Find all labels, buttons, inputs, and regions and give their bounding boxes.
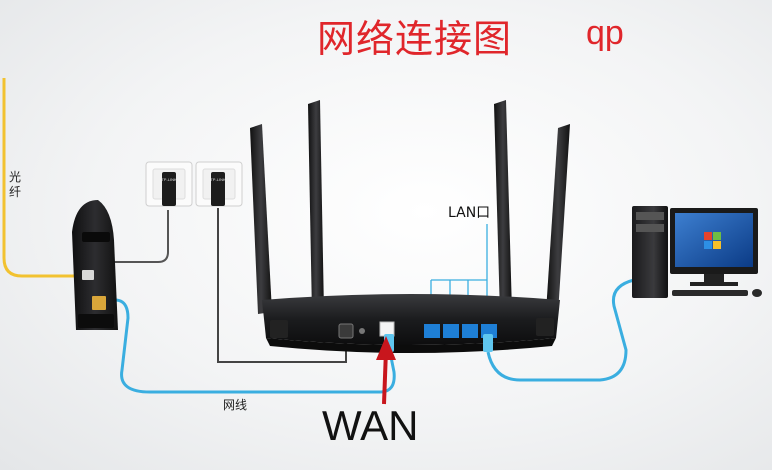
router-antennas [250,100,570,314]
svg-text:TP-LINK: TP-LINK [210,177,226,182]
diagram-title: 网络连接图 [317,17,513,61]
fiber-optic-line [2,78,88,278]
power-cord-left [92,210,169,263]
wall-socket-right: TP-LINK [195,161,243,207]
cable-modem-to-wan [104,298,396,394]
wan-arrow [376,336,396,405]
fiber-label: 光纤 [9,170,22,199]
optical-modem [72,200,118,330]
wall-socket-left: TP-LINK [145,161,193,207]
lan-plug [483,334,493,352]
lan-port-label: LAN口 [448,205,491,221]
wan-port [379,321,395,337]
router [262,294,560,353]
windows-logo-icon [704,232,721,249]
cable-lan-to-pc [486,278,635,382]
svg-text:TP-LINK: TP-LINK [161,177,177,182]
network-cable-label: 网线 [223,398,248,412]
lan-port-2 [443,324,459,338]
power-cord-right [217,208,347,363]
lan-port-3 [462,324,478,338]
diagram-subtitle: qp [586,14,624,52]
lan-port-1 [424,324,440,338]
desktop-computer [632,206,762,298]
wan-label: WAN [322,402,419,449]
